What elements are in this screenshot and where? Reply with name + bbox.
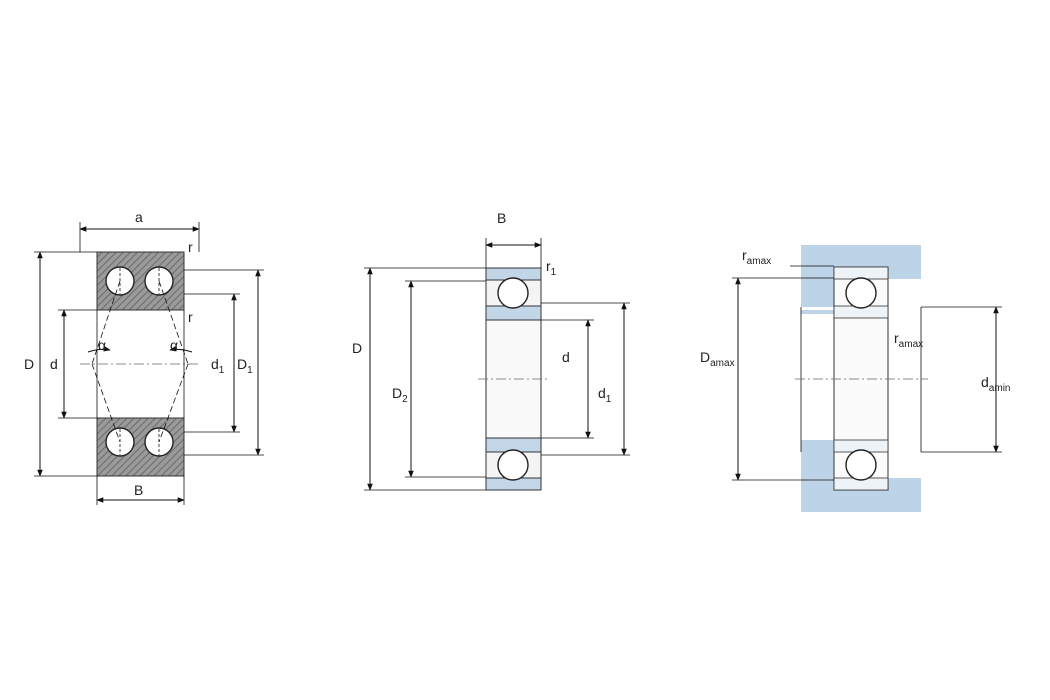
label-damin: damin: [981, 374, 1010, 394]
label-d1-2: d1: [598, 385, 612, 405]
label-ramax-top: ramax: [742, 247, 771, 267]
label-B-2: B: [497, 210, 506, 226]
housing-top: [801, 245, 921, 267]
label-D-2: D: [352, 340, 362, 356]
label-d-2: d: [562, 349, 570, 365]
ball-bottom-3: [845, 449, 877, 481]
housing-top-shoulder: [801, 267, 834, 307]
label-ramax-mid: ramax: [894, 330, 923, 350]
label-B: B: [134, 482, 143, 498]
label-D1: D1: [237, 356, 253, 376]
shaft-band-top: [888, 267, 921, 279]
shaft-band-bottom: [888, 478, 921, 490]
label-r-top: r: [188, 239, 193, 255]
label-d: d: [50, 356, 58, 372]
ball-top: [497, 277, 529, 309]
ball-top-3: [845, 277, 877, 309]
diagram-abutment-dimensions: ramax ramax Damax damin: [700, 245, 1010, 512]
label-a: a: [135, 209, 143, 225]
label-D2: D2: [392, 385, 408, 405]
label-alpha-left: α: [98, 337, 106, 353]
label-d1: d1: [211, 356, 225, 376]
ball-bottom: [497, 449, 529, 481]
label-Damax: Damax: [700, 349, 735, 369]
housing-bottom-shoulder: [801, 452, 834, 490]
diagram-sealed-bearing: B r1 D D2 d d1: [352, 210, 630, 491]
diagram-double-row-bearing: a D d d1 D1 B r r α α: [24, 209, 264, 505]
housing-bottom: [801, 490, 921, 512]
label-D: D: [24, 356, 34, 372]
label-r1: r1: [546, 258, 557, 278]
label-r-mid: r: [188, 309, 193, 325]
label-alpha-right: α: [170, 337, 178, 353]
